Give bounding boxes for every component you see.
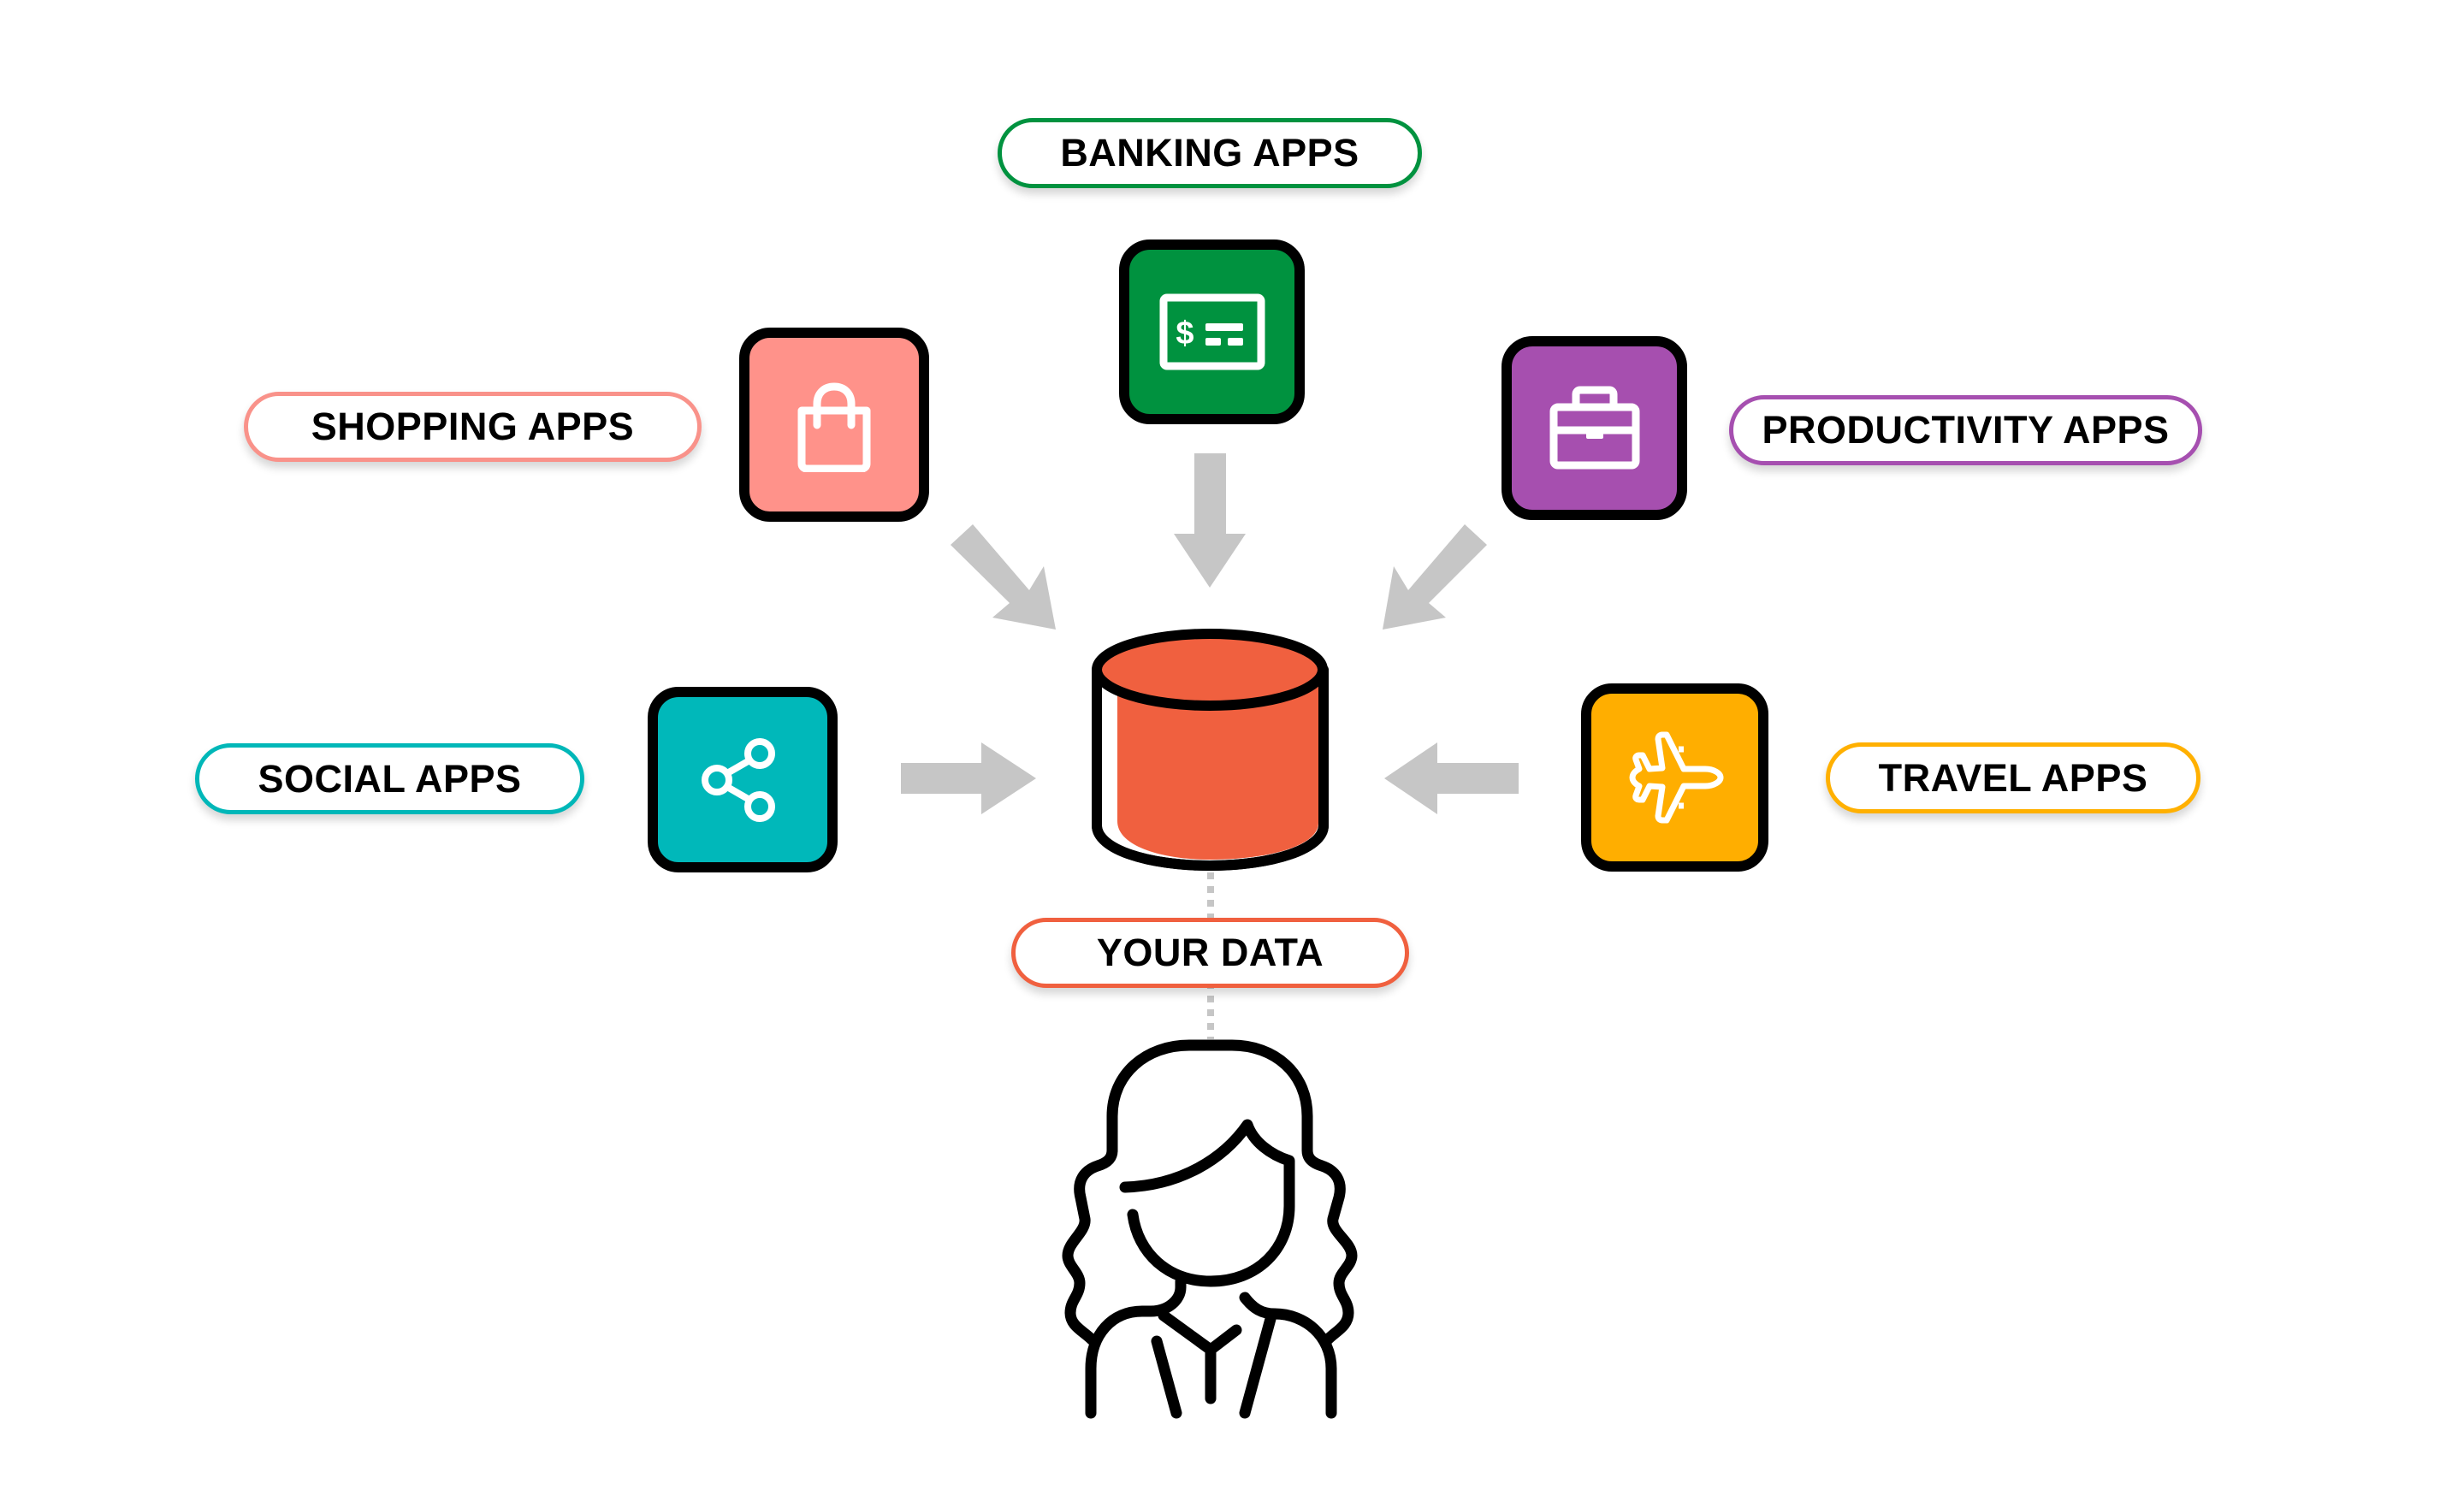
woman-user-icon[interactable] — [1061, 1026, 1403, 1454]
database-cylinder-icon[interactable] — [1092, 629, 1329, 872]
label-travel-apps-text: TRAVEL APPS — [1878, 755, 2148, 800]
airplane-icon — [1629, 731, 1723, 824]
face-outline — [1119, 1119, 1295, 1287]
svg-text:$: $ — [1176, 316, 1194, 352]
label-banking-apps-text: BANKING APPS — [1060, 131, 1359, 174]
hair-outline — [1106, 1039, 1358, 1345]
label-productivity-apps[interactable]: PRODUCTIVITY APPS — [1729, 395, 2202, 465]
arrow-from-travel — [1384, 742, 1519, 814]
label-banking-apps[interactable]: BANKING APPS — [998, 118, 1422, 188]
briefcase-icon — [1549, 386, 1639, 469]
cylinder-body-fill — [1117, 684, 1318, 860]
label-your-data-text: YOUR DATA — [1096, 931, 1324, 974]
label-travel-apps[interactable]: TRAVEL APPS — [1826, 742, 2200, 813]
cylinder-top — [1092, 629, 1328, 711]
arrow-from-social — [901, 742, 1036, 814]
label-productivity-apps-text: PRODUCTIVITY APPS — [1762, 408, 2170, 452]
app-tile-productivity[interactable] — [1502, 336, 1687, 520]
app-tile-banking[interactable]: $ — [1119, 239, 1305, 424]
share-icon — [702, 737, 775, 822]
arrow-from-shopping — [951, 524, 1056, 630]
shopping-bag-icon — [797, 381, 871, 472]
label-shopping-apps[interactable]: SHOPPING APPS — [244, 392, 702, 462]
collar — [1158, 1310, 1242, 1404]
lapel-left — [1151, 1335, 1182, 1419]
cylinder-side-lines — [1092, 670, 1329, 872]
shoulder-left — [1085, 1275, 1187, 1419]
lapel-right — [1239, 1313, 1276, 1419]
arrow-from-productivity — [1383, 524, 1487, 630]
label-your-data[interactable]: YOUR DATA — [1011, 918, 1409, 988]
arrow-from-banking — [1174, 453, 1246, 588]
hair-outline-left — [1062, 1144, 1118, 1345]
app-tile-shopping[interactable] — [739, 328, 929, 522]
app-tile-social[interactable] — [648, 687, 838, 872]
shoulder-right — [1239, 1292, 1337, 1419]
label-shopping-apps-text: SHOPPING APPS — [311, 405, 635, 448]
app-tile-travel[interactable] — [1581, 683, 1768, 872]
label-social-apps-text: SOCIAL APPS — [258, 756, 522, 801]
label-social-apps[interactable]: SOCIAL APPS — [195, 743, 584, 814]
check-dollar-icon: $ — [1159, 293, 1265, 370]
